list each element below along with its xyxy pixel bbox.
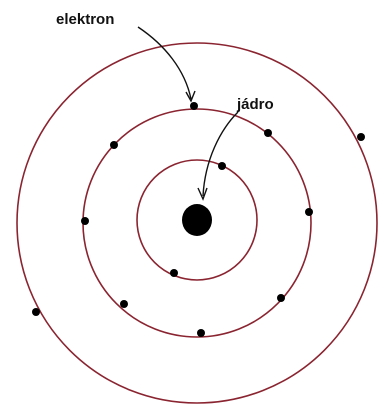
electron-label: elektron <box>56 11 114 28</box>
electron <box>81 217 89 225</box>
orbit-gap <box>338 338 346 348</box>
electron <box>190 102 198 110</box>
electron <box>110 141 118 149</box>
electron <box>197 329 205 337</box>
nucleus-arrow <box>203 112 238 196</box>
electron <box>305 208 313 216</box>
nucleus-label: jádro <box>236 96 274 113</box>
electron-arrow <box>138 27 191 99</box>
electron <box>218 162 226 170</box>
nucleus <box>182 204 212 236</box>
electron <box>32 308 40 316</box>
electron <box>120 300 128 308</box>
electron <box>277 294 285 302</box>
electron <box>357 133 365 141</box>
electron <box>170 269 178 277</box>
electron <box>264 129 272 137</box>
